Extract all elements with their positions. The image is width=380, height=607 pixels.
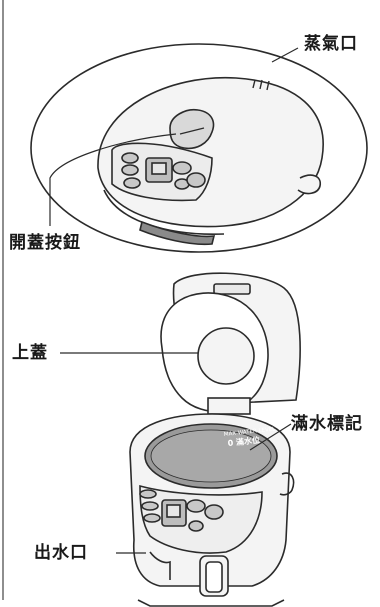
label-upper-lid: 上蓋 [12,343,48,363]
panel-button [172,161,192,175]
leader-steam-vent [271,47,299,63]
lid-open-button [169,108,215,150]
panel-button [139,489,157,499]
label-steam-vent: 蒸氣口 [304,34,358,54]
top-closeup [30,43,368,253]
body-dark-band [139,220,216,246]
leader-lid-button [49,133,177,226]
inner-mark-line2: 0 滿水位 [227,435,260,448]
label-water-outlet: 出水口 [34,543,88,563]
panel-button [121,164,139,176]
steam-vent-slit [252,79,256,89]
steam-vent-slit [266,80,270,91]
bottom-window-inner [205,561,223,593]
button-line [179,127,205,135]
panel-button [143,513,161,523]
panel-button [141,501,159,511]
max-water-text-group: MAX WATER LEVEL 0 滿水位 [224,427,277,448]
water-outlet-spout [149,551,171,580]
steam-vent-slit [259,79,263,90]
display-screen [151,162,167,175]
panel-button [123,177,141,189]
panel-button [188,520,204,532]
inner-tank-wall [150,429,272,483]
label-max-water-mark: 滿水標記 [291,414,363,434]
hinge [207,397,251,415]
handle-bump [297,174,322,195]
side-handle [279,472,295,496]
leader-max-water [249,423,292,451]
panel-button [121,152,139,164]
base-line [137,599,285,607]
open-kettle [129,272,301,607]
panel-button [186,172,206,188]
inner-mark-line1: MAX WATER LEVEL [224,427,277,438]
panel-button [204,504,224,520]
lid-center-disc [197,327,255,385]
panel-button [186,499,206,513]
display-screen [166,504,181,518]
label-lid-open-button: 開蓋按鈕 [9,233,81,253]
lid-latch [213,283,251,295]
